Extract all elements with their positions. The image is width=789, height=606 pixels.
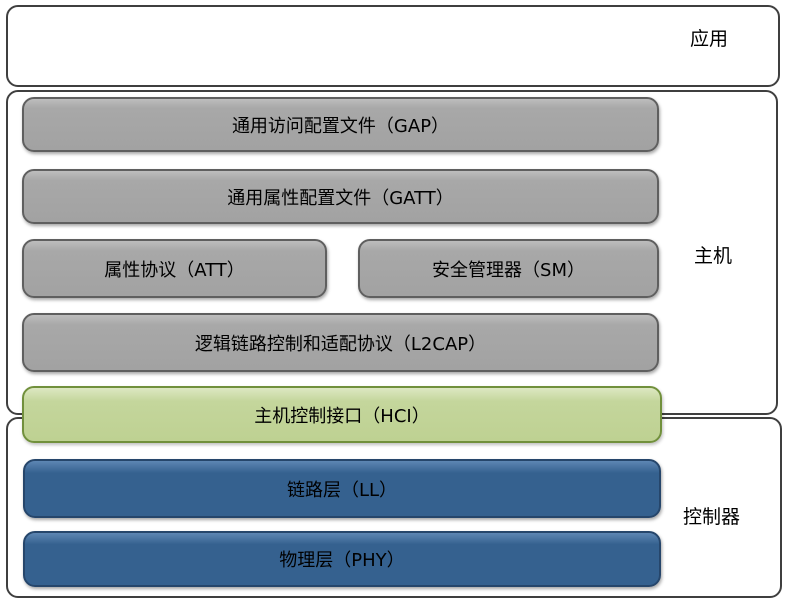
controller-label: 控制器 bbox=[683, 506, 741, 528]
sm-layer: 安全管理器（SM） bbox=[358, 239, 659, 298]
application-box bbox=[6, 5, 780, 87]
l2cap-layer: 逻辑链路控制和适配协议（L2CAP） bbox=[22, 313, 659, 372]
att-layer: 属性协议（ATT） bbox=[22, 239, 327, 298]
phy-layer: 物理层（PHY） bbox=[23, 531, 661, 587]
application-label: 应用 bbox=[690, 28, 729, 50]
host-label: 主机 bbox=[694, 245, 733, 267]
gatt-layer: 通用属性配置文件（GATT） bbox=[22, 169, 659, 224]
ll-layer: 链路层（LL） bbox=[23, 459, 661, 518]
gap-layer: 通用访问配置文件（GAP） bbox=[22, 97, 659, 152]
hci-layer: 主机控制接口（HCI） bbox=[22, 386, 662, 443]
